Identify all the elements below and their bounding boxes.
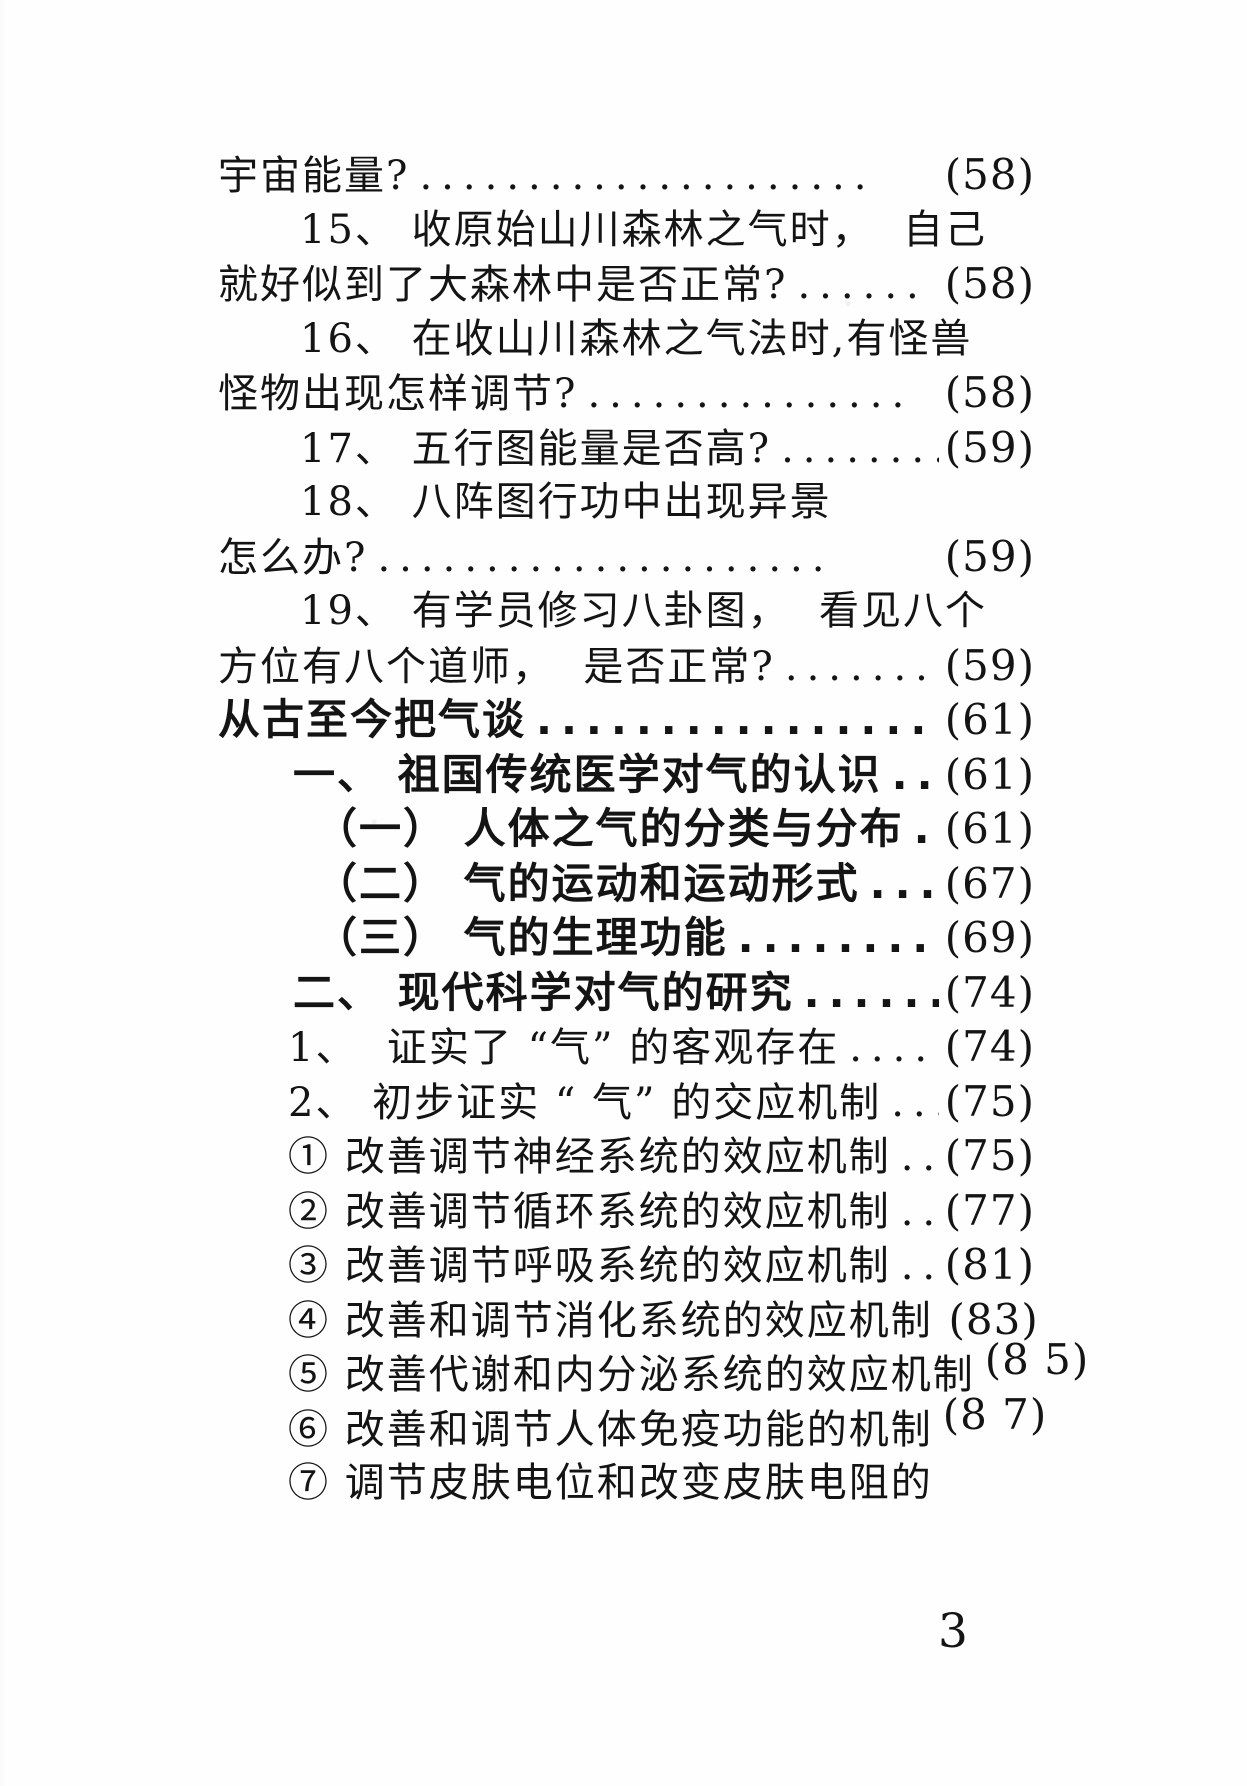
toc-entry-page-number: (61) xyxy=(944,695,1035,744)
toc-entry: 从古至今把气谈................(61) xyxy=(218,693,1035,748)
toc-entry-page-number: (61) xyxy=(944,749,1035,799)
toc-entry-title: ③ 改善调节呼吸系统的效应机制 xyxy=(288,1243,891,1289)
toc-entry: ⑤ 改善代谢和内分泌系统的效应机制.(8 5) xyxy=(218,1335,1088,1402)
toc-entry: ③ 改善调节呼吸系统的效应机制...(81) xyxy=(218,1238,1035,1293)
toc-entry-leader-dots: ...... xyxy=(869,858,939,908)
toc-entry: 一、 祖国传统医学对气的认识....(61) xyxy=(218,748,1035,803)
toc-entry-page-number: (61) xyxy=(944,804,1035,853)
toc-entry: 宇宙能量?..................... (58) xyxy=(218,148,1035,203)
toc-entry: ① 改善调节神经系统的效应机制...(75) xyxy=(218,1129,1035,1184)
toc-entry-title: （二） 气的运动和运动形式 xyxy=(315,858,860,908)
toc-entry: 19、 有学员修习八卦图， 看见八个 xyxy=(218,584,1035,639)
toc-entry-page-number: (8 7) xyxy=(942,1389,1048,1439)
toc-entry-leader-dots: ...... xyxy=(797,262,928,308)
toc-entry-leader-dots: ............... xyxy=(587,371,914,417)
toc-entry-leader-dots: ........ xyxy=(784,643,939,690)
toc-entry: 方位有八个道师， 是否正常?........(59) xyxy=(218,639,1035,694)
toc-entry-page-number: (81) xyxy=(944,1240,1035,1289)
toc-entry-leader-dots: ............. xyxy=(737,913,939,962)
toc-entry: （三） 气的生理功能.............(69) xyxy=(218,911,1035,966)
toc-entry: ② 改善调节循环系统的效应机制...(77) xyxy=(218,1184,1035,1239)
toc-entry-title: 15、 收原始山川森林之气时， 自己 xyxy=(300,206,988,253)
toc-entry: 就好似到了大森林中是否正常?...... (58) xyxy=(218,257,1035,312)
toc-entry-page-number: (58) xyxy=(944,368,1035,417)
toc-entry-title: 就好似到了大森林中是否正常? xyxy=(218,262,788,308)
toc-entry: 2、 初步证实 “ 气” 的交应机制....(75) xyxy=(218,1075,1035,1130)
toc-entry-leader-dots: .... xyxy=(891,1079,939,1126)
toc-entry-title: 18、 八阵图行功中出现异景 xyxy=(300,479,832,525)
toc-entry: （一） 人体之气的分类与分布....(61) xyxy=(218,802,1035,857)
toc-entry-title: 二、 现代科学对气的研究 xyxy=(293,967,794,1017)
toc-entry-leader-dots: ......... xyxy=(781,425,939,472)
toc-entry: 18、 八阵图行功中出现异景 xyxy=(218,475,1035,530)
toc-entry: ④ 改善和调节消化系统的效应机制..(83) xyxy=(218,1293,1038,1349)
toc-entry-title: 从古至今把气谈 xyxy=(218,695,527,744)
toc-entry-title: 一、 祖国传统医学对气的认识 xyxy=(293,749,882,799)
toc-entry-page-number: (67) xyxy=(944,858,1035,908)
toc-entry: （二） 气的运动和运动形式......(67) xyxy=(218,857,1035,912)
toc-entry-title: ⑦ 调节皮肤电位和改变皮肤电阻的 xyxy=(288,1460,933,1506)
footer-page-number: 3 xyxy=(938,1604,968,1659)
toc-list: 宇宙能量?.....................(58)15、 收原始山川森… xyxy=(218,148,1088,1511)
toc-entry-leader-dots: .... xyxy=(891,749,939,799)
toc-entry: 怎么办?..................... (59) xyxy=(218,530,1035,585)
toc-entry-page-number: (75) xyxy=(944,1131,1035,1180)
toc-entry-title: 2、 初步证实 “ 气” 的交应机制 xyxy=(288,1079,882,1126)
toc-entry-page-number: (69) xyxy=(944,913,1035,962)
toc-entry-page-number: (58) xyxy=(944,259,1035,308)
toc-entry-title: 19、 有学员修习八卦图， 看见八个 xyxy=(300,588,988,634)
toc-entry-page-number: (59) xyxy=(944,640,1035,690)
toc-entry-title: （一） 人体之气的分类与分布 xyxy=(315,804,904,853)
toc-entry-title: ⑤ 改善代谢和内分泌系统的效应机制 xyxy=(288,1352,975,1398)
toc-entry: ⑥ 改善和调节人体免疫功能的机制..(8 7) xyxy=(218,1390,1046,1458)
toc-entry-page-number: (8 5) xyxy=(984,1335,1090,1384)
toc-entry-title: 怪物出现怎样调节? xyxy=(218,371,578,417)
toc-entry-title: ① 改善调节神经系统的效应机制 xyxy=(288,1134,891,1180)
toc-entry-leader-dots: ........ xyxy=(803,967,939,1017)
toc-entry: 二、 现代科学对气的研究........(74) xyxy=(218,966,1035,1021)
toc-entry-page-number: (59) xyxy=(944,531,1035,581)
toc-entry-title: 17、 五行图能量是否高? xyxy=(300,425,772,472)
toc-entry-title: 宇宙能量? xyxy=(218,153,410,199)
toc-entry-page-number: (77) xyxy=(944,1185,1035,1235)
toc-entry-title: ④ 改善和调节消化系统的效应机制 xyxy=(288,1297,933,1344)
toc-entry-page-number: (59) xyxy=(944,422,1035,472)
toc-entry-leader-dots: ..................... xyxy=(377,534,834,581)
toc-entry: 17、 五行图能量是否高?.........(59) xyxy=(218,421,1035,476)
toc-entry-title: 1、 证实了 “气” 的客观存在 xyxy=(288,1025,840,1071)
toc-entry-page-number: (74) xyxy=(944,1022,1035,1071)
toc-entry-leader-dots: ..................... xyxy=(419,153,876,199)
toc-entry-leader-dots: .. xyxy=(933,1403,943,1458)
toc-entry-title: 方位有八个道师， 是否正常? xyxy=(218,643,775,690)
toc-entry: 1、 证实了 “气” 的客观存在.......(74) xyxy=(218,1020,1035,1075)
toc-entry-page-number: (83) xyxy=(948,1294,1039,1344)
toc-entry-page-number: (75) xyxy=(944,1076,1035,1126)
toc-entry-leader-dots: ................ xyxy=(536,695,936,744)
toc-entry-leader-dots: ... xyxy=(900,1188,939,1235)
toc-entry-leader-dots: .... xyxy=(913,804,939,853)
toc-entry-title: 怎么办? xyxy=(218,534,368,581)
toc-entry-title: （三） 气的生理功能 xyxy=(315,913,728,962)
toc-entry-page-number: (74) xyxy=(944,967,1035,1017)
toc-entry: 15、 收原始山川森林之气时， 自己 xyxy=(218,203,1035,258)
toc-entry-leader-dots: ... xyxy=(900,1243,939,1289)
toc-entry-title: ② 改善调节循环系统的效应机制 xyxy=(288,1188,891,1235)
toc-entry: 16、 在收山川森林之气法时,有怪兽 xyxy=(218,312,1035,367)
toc-entry-title: 16、 在收山川森林之气法时,有怪兽 xyxy=(300,315,973,362)
toc-entry-leader-dots: ... xyxy=(900,1134,939,1180)
toc-entry: ⑦ 调节皮肤电位和改变皮肤电阻的 xyxy=(218,1456,1035,1511)
toc-entry-leader-dots: ....... xyxy=(849,1025,939,1071)
toc-entry: 怪物出现怎样调节?............... (58) xyxy=(218,366,1035,421)
toc-entry-page-number: (58) xyxy=(944,150,1035,199)
toc-entry-leader-dots: .. xyxy=(933,1294,943,1349)
toc-entry-title: ⑥ 改善和调节人体免疫功能的机制 xyxy=(288,1406,933,1453)
